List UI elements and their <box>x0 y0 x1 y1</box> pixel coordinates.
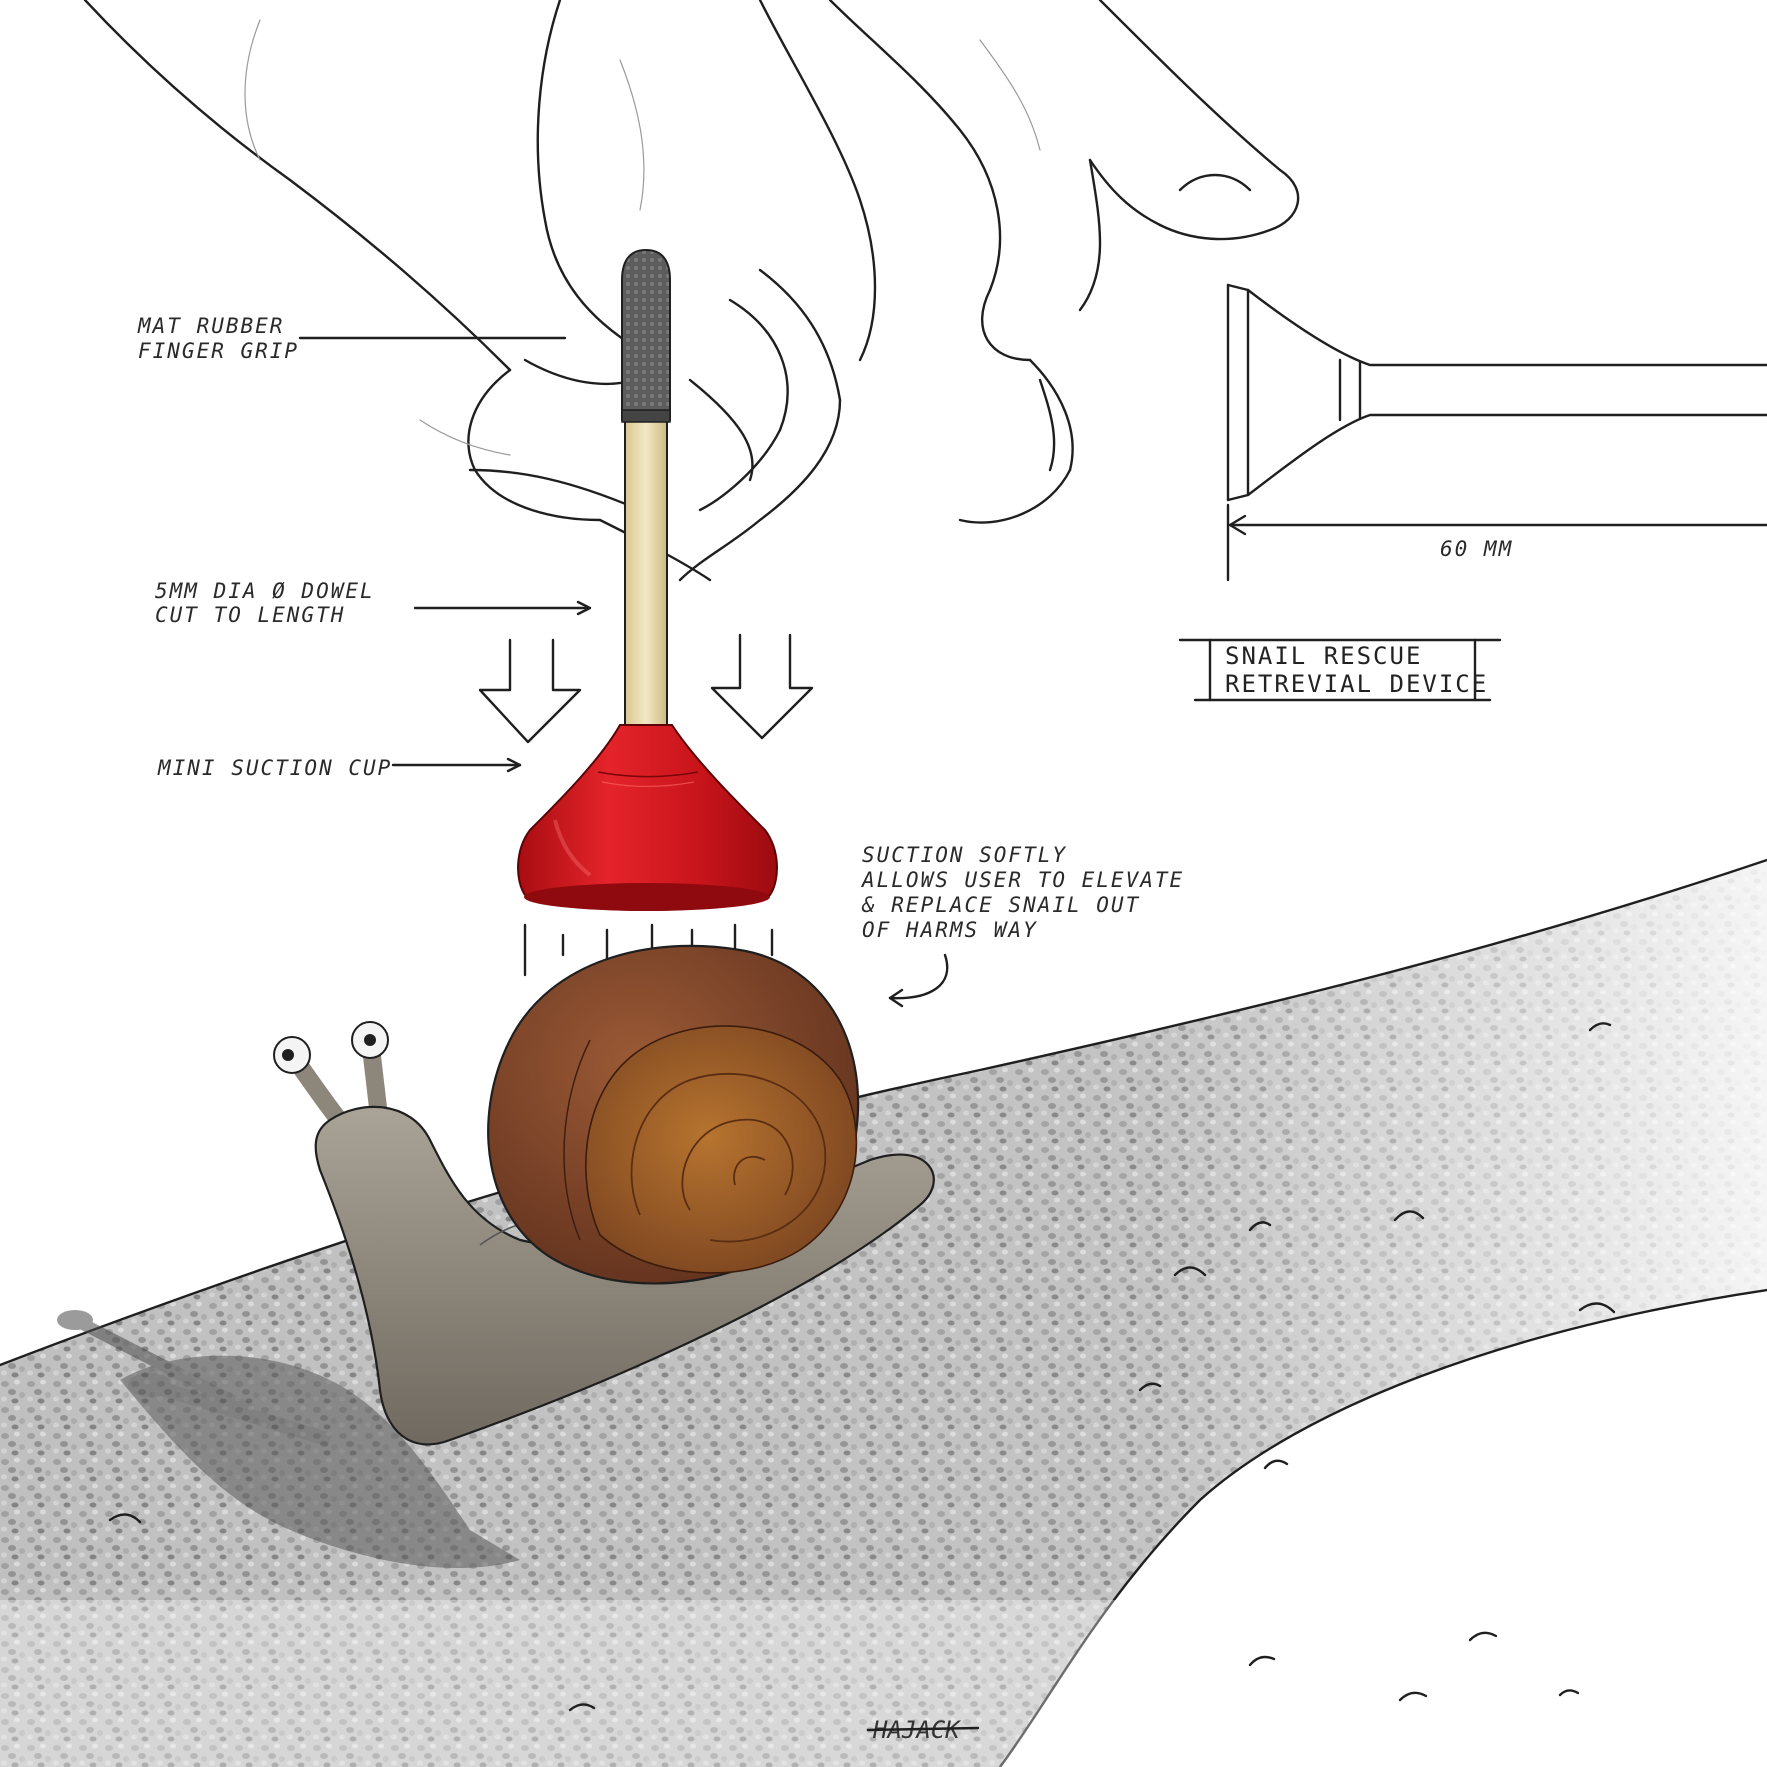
note-line3: & REPLACE SNAIL OUT <box>861 893 1140 917</box>
grip-label-line1: MAT RUBBER <box>137 314 284 338</box>
cup-label: MINI SUCTION CUP <box>157 756 392 780</box>
dimension-label: 60 MM <box>1440 537 1513 561</box>
dowel-label-line2: CUT TO LENGTH <box>155 603 345 627</box>
annotations: MAT RUBBER FINGER GRIP 5MM DIA Ø DOWEL C… <box>137 314 1513 1744</box>
grip-label-line2: FINGER GRIP <box>138 339 299 363</box>
down-arrow-right <box>710 633 814 740</box>
note-line2: ALLOWS USER TO ELEVATE <box>860 868 1184 892</box>
dowel-label-line1: 5MM DIA Ø DOWEL <box>155 579 375 603</box>
finger-grip <box>621 248 671 423</box>
leader-lines <box>298 336 949 1008</box>
snail-shadow <box>57 1310 520 1569</box>
dimension-line <box>1226 503 1767 582</box>
note-line4: OF HARMS WAY <box>862 918 1038 942</box>
gravel-path <box>0 858 1767 1767</box>
title-line1: SNAIL RESCUE <box>1225 642 1422 670</box>
hand-sketch <box>83 0 1300 582</box>
device-dowel <box>624 409 668 736</box>
title-line2: RETREVIAL DEVICE <box>1225 670 1488 698</box>
suction-cup <box>517 724 778 911</box>
device-side-view <box>1226 283 1767 502</box>
note-line1: SUCTION SOFTLY <box>862 843 1067 867</box>
snail <box>273 944 935 1446</box>
title-box <box>1178 638 1502 702</box>
down-arrow-left <box>478 638 582 744</box>
